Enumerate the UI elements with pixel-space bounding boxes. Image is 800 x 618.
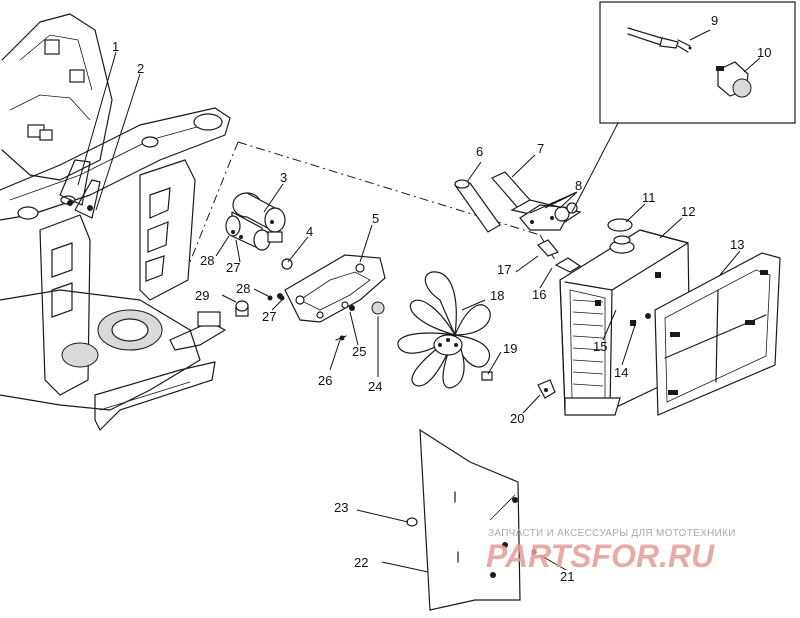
watermark-brand: PARTSFOR.RU: [486, 538, 715, 574]
callout-4: 4: [306, 224, 313, 239]
callout-25: 25: [352, 344, 366, 359]
callout-13: 13: [730, 237, 744, 252]
callout-labels: 1 2 3 4 5 6 7 8 9 10 11 12 13 14 15 16 1…: [112, 13, 771, 584]
callout-12: 12: [681, 204, 695, 219]
lower-shield: [406, 428, 537, 611]
frame-drawing: [0, 13, 231, 431]
cooling-fan: [397, 271, 493, 389]
callout-21: 21: [560, 569, 574, 584]
callout-9: 9: [711, 13, 718, 28]
callout-2: 2: [137, 61, 144, 76]
fan-motor: [225, 192, 293, 270]
fan-bracket: [277, 254, 386, 341]
leader-lines: [77, 29, 761, 573]
wire-harness: [627, 27, 692, 53]
inset-leader: [571, 122, 619, 213]
callout-1: 1: [112, 39, 119, 54]
callout-20: 20: [510, 411, 524, 426]
callout-15: 15: [593, 339, 607, 354]
callout-27-motor: 27: [226, 260, 240, 275]
callout-28-motor: 28: [200, 253, 214, 268]
temperature-switch: [716, 61, 752, 98]
callout-27-bracket: 27: [262, 309, 276, 324]
callout-10: 10: [757, 45, 771, 60]
callout-22: 22: [354, 555, 368, 570]
radiator-core-pattern: [572, 299, 604, 387]
callout-7: 7: [537, 141, 544, 156]
callout-6: 6: [476, 144, 483, 159]
watermark-tagline: ЗАПЧАСТИ И АКСЕССУАРЫ ДЛЯ МОТОТЕХНИКИ: [488, 528, 736, 539]
radiator-screen: [654, 252, 781, 416]
small-hardware: [235, 295, 556, 399]
callout-29: 29: [195, 288, 209, 303]
callout-23: 23: [334, 500, 348, 515]
coolant-hoses: [453, 171, 582, 273]
callout-3: 3: [280, 170, 287, 185]
callout-18: 18: [490, 288, 504, 303]
inset-box: [599, 1, 796, 124]
callout-11: 11: [642, 190, 656, 205]
callout-26: 26: [318, 373, 332, 388]
callout-14: 14: [614, 365, 628, 380]
callout-19: 19: [503, 341, 517, 356]
watermark: ЗАПЧАСТИ И АКСЕССУАРЫ ДЛЯ МОТОТЕХНИКИ PA…: [486, 528, 736, 574]
callout-16: 16: [532, 287, 546, 302]
callout-28-bracket: 28: [236, 281, 250, 296]
callout-24: 24: [368, 379, 382, 394]
callout-17: 17: [497, 262, 511, 277]
callout-5: 5: [372, 211, 379, 226]
callout-8: 8: [575, 178, 582, 193]
